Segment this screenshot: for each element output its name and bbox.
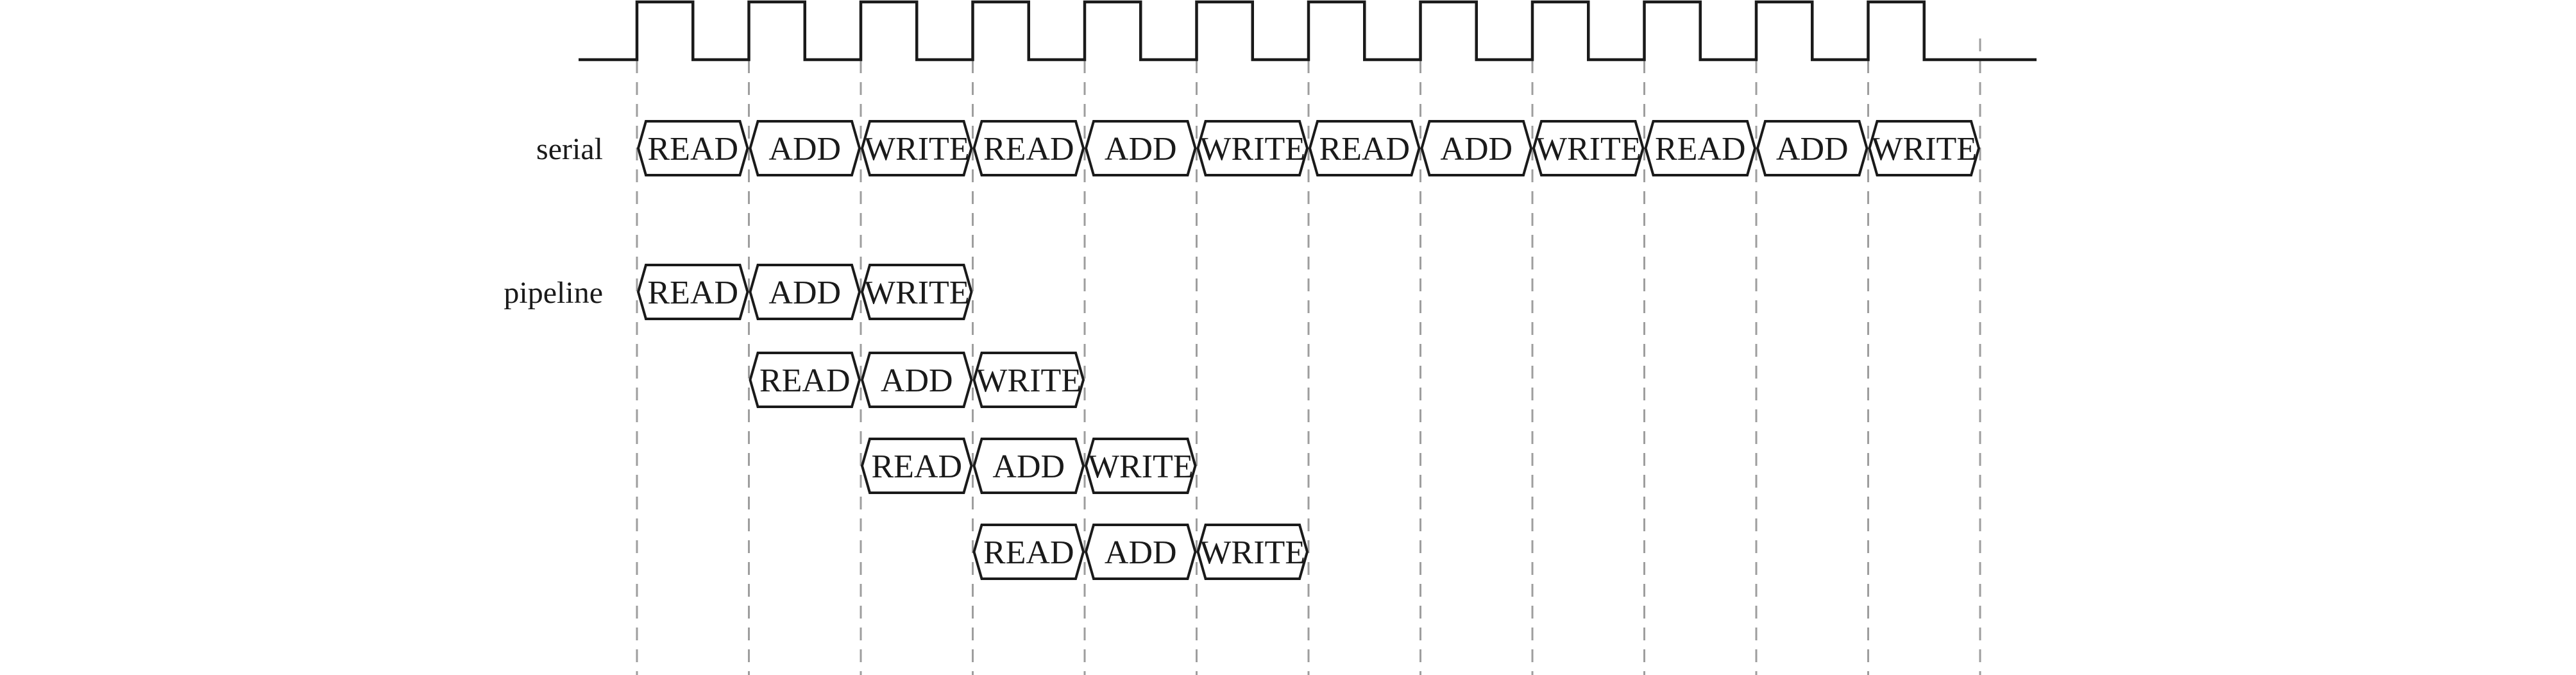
- stage-label: ADD: [768, 131, 841, 167]
- stage-add: ADD: [860, 352, 973, 408]
- stage-box: [636, 120, 749, 176]
- stage-box: [1532, 120, 1645, 176]
- stage-box: [1308, 120, 1421, 176]
- row-pipeline-4: READ ADD WRITE: [972, 524, 1309, 580]
- stage-write: WRITE: [1532, 120, 1645, 176]
- stage-box: [972, 438, 1085, 494]
- stage-read: READ: [972, 524, 1085, 580]
- stage-box: [1420, 120, 1533, 176]
- stage-label: WRITE: [1199, 534, 1305, 571]
- stage-add: ADD: [1084, 524, 1197, 580]
- stage-write: WRITE: [1084, 438, 1197, 494]
- cycle-boundary-lines: [636, 38, 1981, 675]
- row-label: serial: [536, 132, 603, 166]
- stage-box: [972, 120, 1085, 176]
- stage-label: WRITE: [1536, 131, 1641, 167]
- stage-label: READ: [1319, 131, 1410, 167]
- stage-label: READ: [647, 275, 738, 311]
- stage-label: ADD: [1105, 534, 1177, 571]
- stage-read: READ: [860, 438, 973, 494]
- stage-box: [1756, 120, 1868, 176]
- stage-box: [749, 264, 861, 320]
- stage-add: ADD: [1756, 120, 1868, 176]
- stage-box: [1196, 120, 1309, 176]
- stage-read: READ: [1308, 120, 1421, 176]
- stage-box: [1084, 524, 1197, 580]
- stage-label: ADD: [1105, 131, 1177, 167]
- row-label: pipeline: [504, 276, 603, 310]
- row-pipeline-3: READ ADD WRITE: [860, 438, 1197, 494]
- stage-write: WRITE: [860, 120, 973, 176]
- stage-label: WRITE: [864, 131, 970, 167]
- clock-waveform: [579, 0, 2037, 62]
- stage-box: [749, 120, 861, 176]
- stage-read: READ: [1644, 120, 1757, 176]
- stage-add: ADD: [1420, 120, 1533, 176]
- stage-label: WRITE: [976, 363, 1081, 399]
- stage-write: WRITE: [860, 264, 973, 320]
- stage-read: READ: [749, 352, 861, 408]
- stage-label: READ: [647, 131, 738, 167]
- stage-label: ADD: [881, 363, 953, 399]
- stage-label: WRITE: [1871, 131, 1977, 167]
- stage-label: READ: [759, 363, 851, 399]
- stage-add: ADD: [972, 438, 1085, 494]
- stage-box: [860, 352, 973, 408]
- stage-box: [1084, 120, 1197, 176]
- stage-box: [860, 120, 973, 176]
- stage-label: READ: [871, 449, 962, 485]
- stage-box: [972, 352, 1085, 408]
- stage-label: WRITE: [1088, 449, 1194, 485]
- stage-box: [1644, 120, 1757, 176]
- stage-label: ADD: [1440, 131, 1513, 167]
- stage-box: [636, 264, 749, 320]
- stage-label: READ: [983, 131, 1074, 167]
- row-pipeline-1: pipeline READ ADD WRITE: [504, 264, 973, 320]
- stage-add: ADD: [749, 120, 861, 176]
- stage-write: WRITE: [1868, 120, 1981, 176]
- stage-write: WRITE: [972, 352, 1085, 408]
- stage-box: [1868, 120, 1981, 176]
- stage-label: ADD: [1776, 131, 1849, 167]
- stage-label: READ: [1655, 131, 1746, 167]
- clock-signal-line: [579, 0, 2037, 62]
- stage-label: READ: [983, 534, 1074, 571]
- stage-box: [749, 352, 861, 408]
- stage-add: ADD: [1084, 120, 1197, 176]
- stage-label: ADD: [768, 275, 841, 311]
- stage-box: [1196, 524, 1309, 580]
- stage-label: ADD: [992, 449, 1065, 485]
- row-serial: serial READ ADD WRITE READ ADD WRITE READ ADD WRI…: [536, 120, 1981, 176]
- stage-add: ADD: [749, 264, 861, 320]
- stage-box: [972, 524, 1085, 580]
- stage-read: READ: [636, 120, 749, 176]
- stage-box: [1084, 438, 1197, 494]
- row-pipeline-2: READ ADD WRITE: [749, 352, 1085, 408]
- stage-box: [860, 264, 973, 320]
- stage-write: WRITE: [1196, 120, 1309, 176]
- stage-read: READ: [972, 120, 1085, 176]
- stage-read: READ: [636, 264, 749, 320]
- stage-write: WRITE: [1196, 524, 1309, 580]
- stage-label: WRITE: [1199, 131, 1305, 167]
- stage-label: WRITE: [864, 275, 970, 311]
- stage-box: [860, 438, 973, 494]
